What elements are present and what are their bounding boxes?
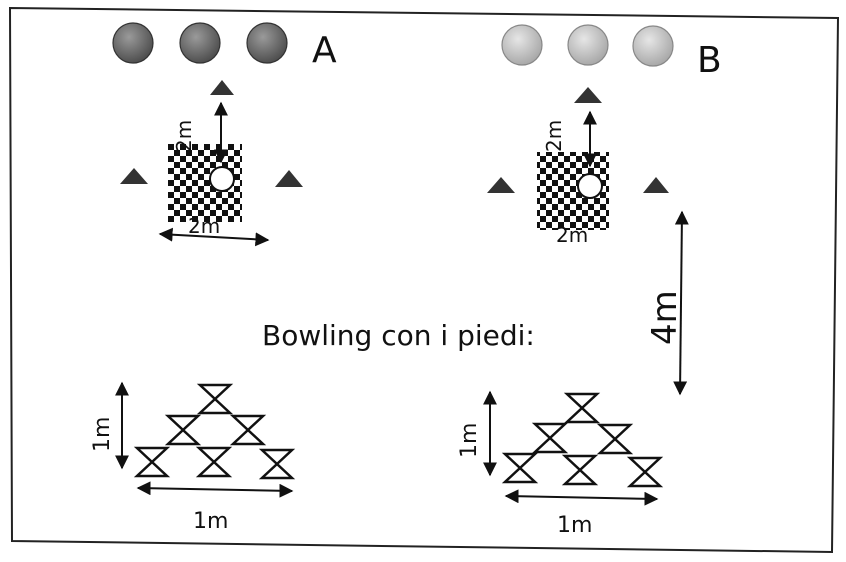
cone-icon xyxy=(210,80,234,95)
pin-icon xyxy=(196,383,234,415)
distance-label: 2m xyxy=(172,120,196,152)
pins-width-arrow xyxy=(504,489,659,506)
width-label: 2m xyxy=(556,223,588,247)
cone-icon xyxy=(120,168,148,184)
distance-label: 2m xyxy=(542,120,566,152)
pins-group-right xyxy=(501,392,664,488)
cone-icon xyxy=(275,170,303,187)
pin-icon xyxy=(258,448,296,480)
pin-icon xyxy=(195,446,233,478)
cone-icon xyxy=(574,87,602,103)
ball-icon xyxy=(501,24,543,66)
separation-label: 4m xyxy=(645,290,685,345)
team-a-label: A xyxy=(312,30,337,71)
ball-icon xyxy=(179,22,221,64)
pin-icon xyxy=(229,414,267,446)
target-circle xyxy=(577,173,603,199)
cone-icon xyxy=(643,177,669,193)
pin-icon xyxy=(133,446,171,478)
pin-icon xyxy=(596,423,634,455)
width-label: 2m xyxy=(188,214,220,238)
diagram-title: Bowling con i piedi: xyxy=(262,319,535,352)
pin-icon xyxy=(626,456,664,488)
team-a: A 2m 2m xyxy=(112,22,337,247)
ball-icon xyxy=(567,24,609,66)
pins-width-label: 1m xyxy=(193,509,228,534)
diagram-frame xyxy=(8,6,840,554)
pins-width-arrow xyxy=(136,481,294,498)
pins-width-label: 1m xyxy=(557,513,592,538)
separation-arrow xyxy=(673,210,689,396)
team-b: B 2m 2m xyxy=(487,24,722,247)
pin-icon xyxy=(164,414,202,446)
pins-height-label: 1m xyxy=(457,423,482,458)
pins-group-left xyxy=(133,383,296,480)
cone-icon xyxy=(487,177,515,193)
target-circle xyxy=(209,166,235,192)
ball-icon xyxy=(246,22,288,64)
pin-icon xyxy=(531,422,569,454)
team-b-label: B xyxy=(697,40,722,81)
pin-icon xyxy=(561,454,599,486)
pins-height-label: 1m xyxy=(90,417,115,452)
pin-icon xyxy=(501,452,539,484)
ball-icon xyxy=(112,22,154,64)
width-arrow xyxy=(158,227,270,247)
pin-icon xyxy=(563,392,601,424)
ball-icon xyxy=(632,25,674,67)
